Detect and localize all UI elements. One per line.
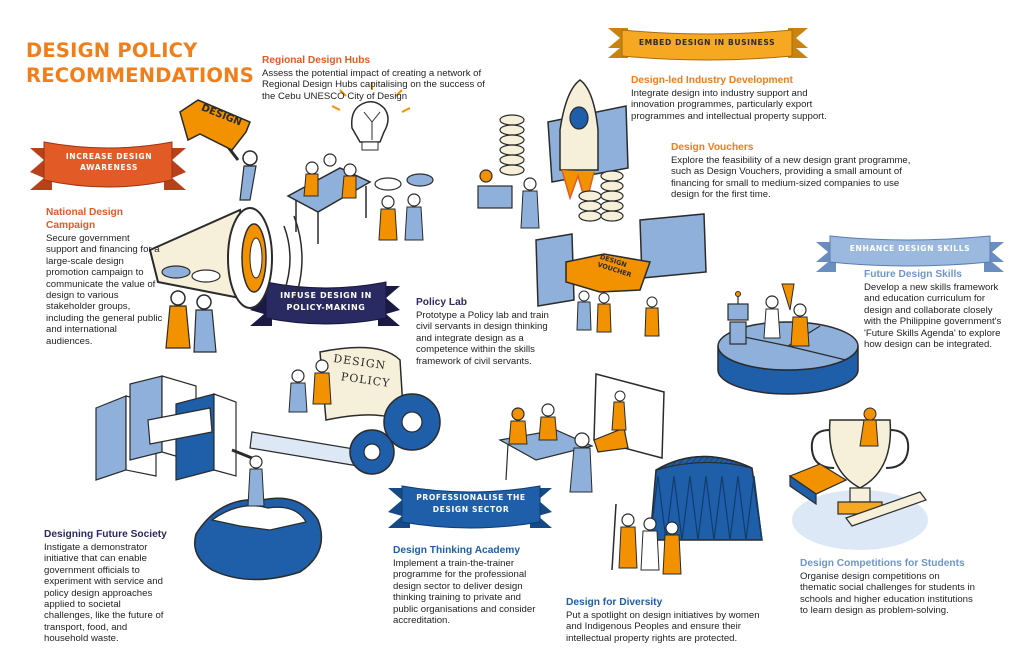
megaphone-illustration <box>148 99 303 353</box>
ribbon-label-enhance-skills: ENHANCE DESIGN SKILLS <box>849 244 971 253</box>
hubs-illustration <box>286 82 434 244</box>
skills-illustration <box>717 283 859 395</box>
rec-industry-development: Design-led Industry Development Integrat… <box>631 74 851 122</box>
rec-heading: Regional Design Hubs <box>262 55 371 66</box>
rec-text: Instigate a demonstrator initiative that… <box>44 542 164 645</box>
ribbon-professionalise <box>388 485 552 529</box>
ribbon-embed-business <box>608 28 808 61</box>
ribbon-increase-awareness <box>30 141 186 190</box>
rec-text: Explore the feasibility of a new design … <box>671 155 911 201</box>
rec-national-campaign: National Design Campaign Secure governme… <box>46 206 164 347</box>
rec-design-diversity: Design for Diversity Put a spotlight on … <box>566 596 762 644</box>
ribbon-line: INCREASE DESIGN <box>65 152 153 161</box>
rec-regional-hubs: Regional Design Hubs Assess the potentia… <box>262 54 494 102</box>
ribbon-enhance-skills <box>816 235 1004 272</box>
academy-illustration <box>498 373 665 493</box>
ribbon-line: AWARENESS <box>79 163 139 172</box>
rec-text: Secure government support and financing … <box>46 233 163 347</box>
rec-heading: Design Vouchers <box>671 142 754 153</box>
rec-text: Develop a new skills framework and educa… <box>864 282 1002 351</box>
rec-heading: Design-led Industry Development <box>631 75 793 86</box>
policy-lab-illustration <box>249 346 441 475</box>
rec-text: Implement a train-the-trainer programme … <box>393 558 536 627</box>
rec-heading: National Design Campaign <box>46 207 123 231</box>
rec-heading: Policy Lab <box>416 297 467 308</box>
ribbon-infuse-policy <box>250 281 400 326</box>
diversity-illustration <box>611 455 763 575</box>
rec-text: Integrate design into industry support a… <box>631 88 827 122</box>
rec-heading: Design Competitions for Students <box>800 558 965 569</box>
rec-future-society: Designing Future Society Instigate a dem… <box>44 528 170 645</box>
rec-design-competitions: Design Competitions for Students Organis… <box>800 557 976 617</box>
ribbon-line: INFUSE DESIGN IN <box>280 291 372 300</box>
trophy-illustration <box>788 407 928 550</box>
rec-text: Organise design competitions on thematic… <box>800 571 975 617</box>
title-line-2: RECOMMENDATIONS <box>26 64 254 87</box>
ribbon-line: POLICY-MAKING <box>286 303 366 312</box>
ribbon-line: DESIGN SECTOR <box>432 505 510 514</box>
ribbon-label-embed-business: EMBED DESIGN IN BUSINESS <box>638 38 776 47</box>
title-line-1: DESIGN POLICY <box>26 39 198 62</box>
rec-design-vouchers: Design Vouchers Explore the feasibility … <box>671 141 929 201</box>
rec-text: Assess the potential impact of creating … <box>262 68 485 102</box>
rec-heading: Designing Future Society <box>44 529 167 540</box>
page-title: DESIGN POLICY RECOMMENDATIONS <box>26 38 266 88</box>
ribbon-label-increase-awareness: INCREASE DESIGN AWARENESS <box>56 151 162 173</box>
rec-text: Put a spotlight on design initiatives by… <box>566 610 760 644</box>
business-illustration <box>477 79 707 337</box>
rec-heading: Design Thinking Academy <box>393 545 520 556</box>
ribbon-label-professionalise: PROFESSIONALISE THE DESIGN SECTOR <box>404 492 538 516</box>
rec-heading: Design for Diversity <box>566 597 663 608</box>
rec-future-skills: Future Design Skills Develop a new skill… <box>864 268 1012 350</box>
rec-heading: Future Design Skills <box>864 269 962 280</box>
rec-text: Prototype a Policy lab and train civil s… <box>416 310 549 367</box>
rec-thinking-academy: Design Thinking Academy Implement a trai… <box>393 544 545 626</box>
ribbon-label-infuse-policy: INFUSE DESIGN IN POLICY-MAKING <box>270 290 382 314</box>
ribbon-line: PROFESSIONALISE THE <box>416 493 526 502</box>
rec-policy-lab: Policy Lab Prototype a Policy lab and tr… <box>416 296 552 367</box>
future-society-illustration <box>95 375 323 581</box>
